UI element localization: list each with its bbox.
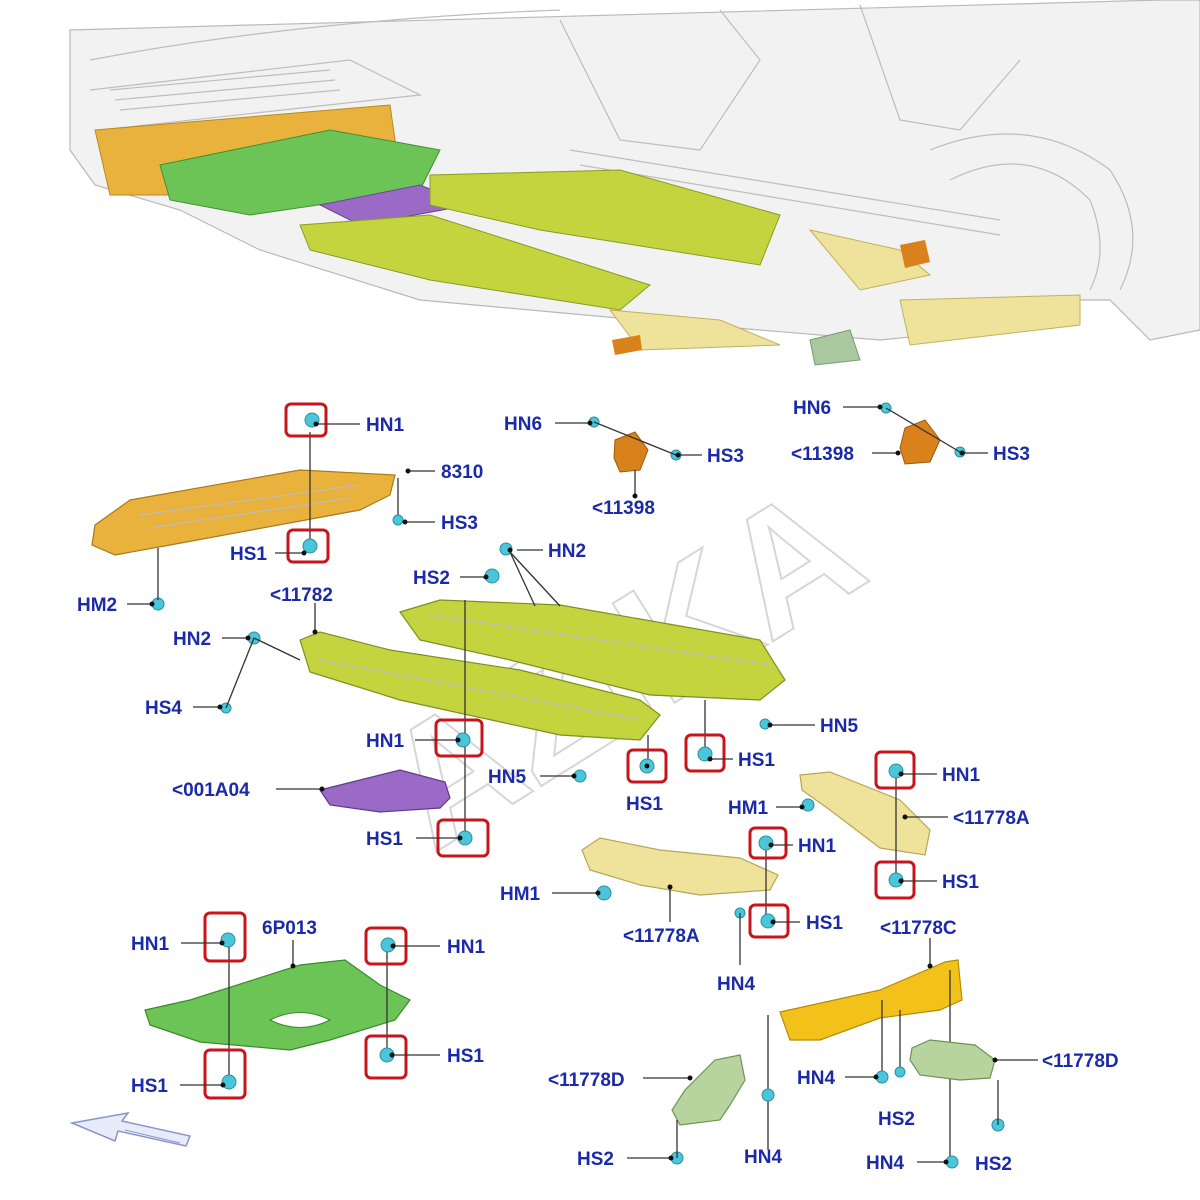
label-hs1: HS1: [131, 1076, 168, 1097]
label-hs3: HS3: [707, 446, 744, 467]
label-hs2: HS2: [413, 568, 450, 589]
splash-shield-11778c: [779, 959, 963, 1041]
vehicle-underbody-overview: [69, 0, 1200, 366]
highlight-box: [748, 903, 790, 939]
label-part-001a04: <001A04: [172, 780, 250, 801]
label-hn1: HN1: [366, 731, 404, 752]
label-hs1: HS1: [447, 1046, 484, 1067]
highlight-box: [874, 750, 916, 790]
label-hs4: HS4: [145, 698, 182, 719]
highlight-box: [626, 748, 668, 784]
highlight-box: [434, 718, 484, 758]
bracket-11398-left: [588, 416, 682, 496]
engine-shield-6p013: [144, 959, 411, 1051]
label-part-11778d: <11778D: [1042, 1051, 1119, 1072]
label-part-11398: <11398: [592, 498, 655, 519]
front-direction-arrow-icon: [69, 1111, 192, 1147]
label-part-11778c: <11778C: [880, 918, 957, 939]
label-hs1: HS1: [626, 794, 663, 815]
highlight-box: [286, 528, 330, 564]
label-part-8310: 8310: [441, 462, 483, 483]
label-hs3: HS3: [993, 444, 1030, 465]
label-hs2: HS2: [577, 1149, 614, 1170]
label-hs1: HS1: [806, 913, 843, 934]
label-hm1: HM1: [728, 798, 769, 819]
label-hn6: HN6: [504, 414, 542, 435]
label-hn4: HN4: [717, 974, 755, 995]
label-hs3: HS3: [441, 513, 478, 534]
highlight-box: [748, 826, 788, 860]
label-hn5: HN5: [820, 716, 858, 737]
label-hn1: HN1: [447, 937, 485, 958]
label-hn4: HN4: [744, 1147, 782, 1168]
label-hn1: HN1: [366, 415, 404, 436]
splash-shield-11778d-left: [671, 1054, 746, 1126]
wheelhouse-shield-11778a-right: [799, 771, 931, 856]
label-part-11778a: <11778A: [953, 808, 1030, 829]
highlight-box: [874, 860, 916, 900]
front-lower-shield-8310: [91, 432, 404, 611]
highlight-box: [203, 1048, 247, 1100]
label-hs1: HS1: [738, 750, 775, 771]
label-part-6p013: 6P013: [262, 918, 317, 939]
label-hn2: HN2: [173, 629, 211, 650]
label-part-11778d: <11778D: [548, 1070, 625, 1091]
label-hn1: HN1: [942, 765, 980, 786]
label-hn5: HN5: [488, 767, 526, 788]
label-hn2: HN2: [548, 541, 586, 562]
label-hs2: HS2: [878, 1109, 915, 1130]
label-hn4: HN4: [797, 1068, 835, 1089]
wheelhouse-shield-11778a-left: [581, 837, 779, 896]
label-part-11398: <11398: [791, 444, 854, 465]
highlight-box: [364, 1034, 408, 1080]
label-hm1: HM1: [500, 884, 541, 905]
label-hs1: HS1: [942, 872, 979, 893]
label-hs2: HS2: [975, 1154, 1012, 1175]
label-hm2: HM2: [77, 595, 117, 616]
shield-001a04: [319, 769, 451, 813]
highlight-box: [284, 402, 328, 438]
label-hs1: HS1: [230, 544, 267, 565]
clip-hs1: [302, 538, 318, 554]
label-hn1: HN1: [131, 934, 169, 955]
label-hs1: HS1: [366, 829, 403, 850]
highlight-box: [684, 733, 726, 773]
label-hn4: HN4: [866, 1153, 904, 1174]
underbody-shield-11782-front: [299, 631, 661, 741]
splash-shield-11778d-right: [909, 1039, 996, 1081]
label-part-11778a: <11778A: [623, 926, 700, 947]
label-part-11782: <11782: [270, 585, 333, 606]
label-hn6: HN6: [793, 398, 831, 419]
highlight-box: [203, 911, 247, 963]
label-hn1: HN1: [798, 836, 836, 857]
